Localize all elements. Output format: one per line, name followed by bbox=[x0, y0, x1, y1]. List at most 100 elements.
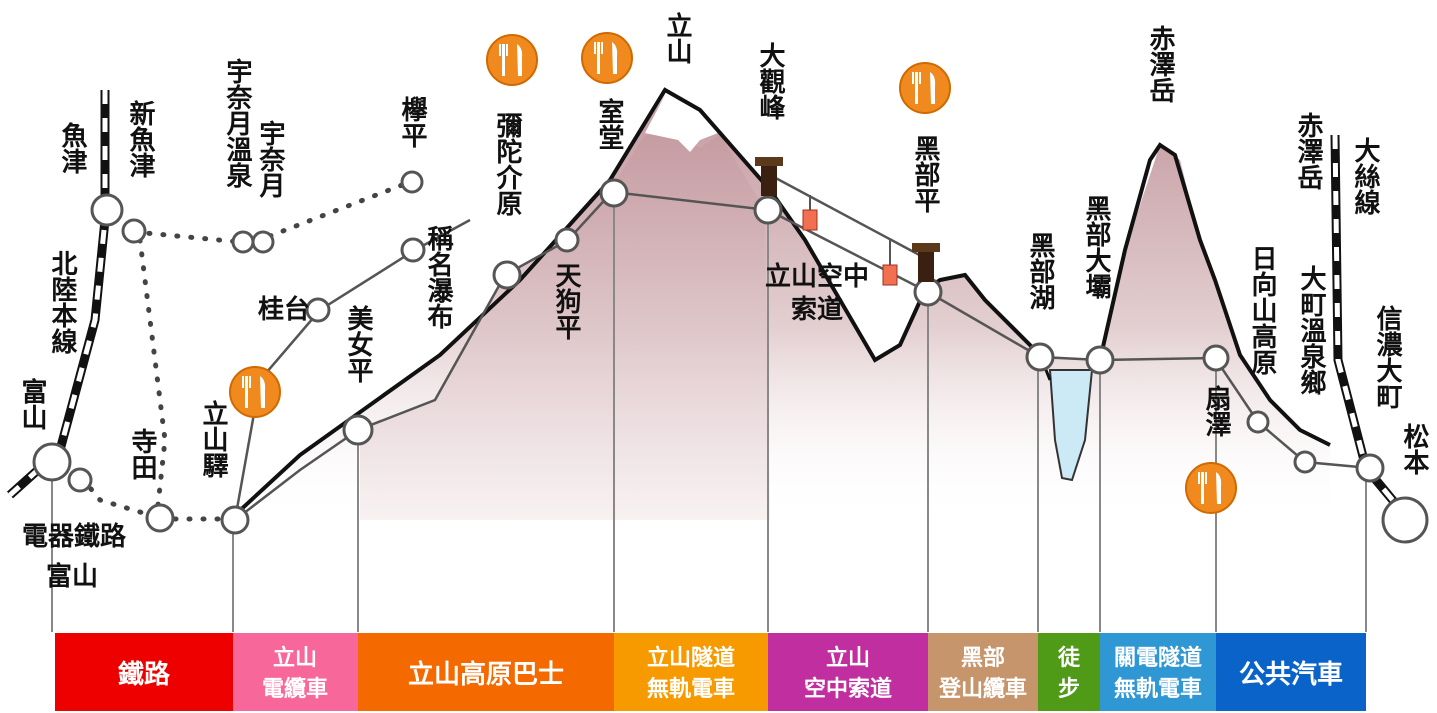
label-terada: 寺田 bbox=[127, 428, 157, 480]
station-hinata-marker bbox=[1246, 410, 1270, 434]
label-murodo: 室堂 bbox=[594, 97, 624, 150]
private-railway-dotted bbox=[79, 179, 413, 522]
restaurant-icon bbox=[581, 32, 633, 84]
label-hinata-kogen: 日向山高原 bbox=[1247, 245, 1277, 376]
label-kurobedaira: 黑部平 bbox=[910, 135, 940, 213]
legend-trolleybus-label-2: 無軌電車 bbox=[647, 676, 735, 702]
station-omachi-onsen-marker bbox=[1293, 450, 1317, 474]
label-tengudaira: 天狗平 bbox=[551, 262, 581, 340]
legend-railway-swatch bbox=[55, 633, 233, 711]
label-midagahara: 彌陀介原 bbox=[492, 112, 523, 217]
label-tateyama-peak: 立山 bbox=[662, 11, 692, 64]
station-kurobe-dam-marker bbox=[1085, 345, 1115, 375]
station-toyama-marker bbox=[32, 442, 72, 482]
hokuriku-railway-dash bbox=[8, 90, 108, 497]
label-matsumoto: 松本 bbox=[1399, 423, 1429, 475]
transport-legend: 鐵路 立山 電纜車 立山高原巴士 立山隧道 無軌電車 立山 空中索道 黑部 登山… bbox=[55, 633, 1366, 711]
label-toyama: 富山 bbox=[17, 377, 47, 430]
label-bijodaira: 美女平 bbox=[343, 304, 373, 383]
legend-trolleybus-swatch bbox=[614, 633, 768, 711]
label-uozu: 魚津 bbox=[57, 121, 87, 174]
legend-cablecar-label-2: 電纜車 bbox=[262, 676, 328, 702]
station-midagahara-marker bbox=[492, 260, 522, 290]
gondola-icon bbox=[802, 195, 818, 231]
legend-walk-label-2: 步 bbox=[1058, 676, 1080, 702]
legend-ropeway-label-2: 空中索道 bbox=[804, 676, 892, 702]
legend-cablecar-label-1: 立山 bbox=[273, 645, 317, 671]
label-ogizawa: 扇澤 bbox=[1201, 384, 1231, 437]
station-shin-uozu-marker bbox=[121, 218, 147, 244]
station-kurobe-lake-marker bbox=[1025, 342, 1055, 372]
station-unazuki-marker bbox=[251, 230, 275, 254]
label-unazuki-onsen: 宇奈月溫泉 bbox=[222, 58, 253, 188]
label-kurobe-dam: 黑部大壩 bbox=[1081, 195, 1111, 300]
station-kurobedaira-marker bbox=[913, 277, 943, 307]
legend-public-bus-label: 公共汽車 bbox=[1239, 660, 1343, 690]
label-dentetsu-toyama-1: 電器鐵路 bbox=[22, 521, 127, 552]
legend-bus-swatch bbox=[358, 633, 614, 711]
station-daikanbo-marker bbox=[753, 195, 783, 225]
station-uozu-marker bbox=[90, 193, 124, 227]
legend-bus-label: 立山高原巴士 bbox=[408, 659, 564, 690]
station-tateyama-marker bbox=[220, 505, 250, 535]
station-katsuradai-marker bbox=[305, 297, 331, 323]
label-ropeway-2: 索道 bbox=[791, 294, 843, 325]
station-keyakidaira-marker bbox=[400, 170, 424, 194]
label-akazawadake-top: 赤澤岳 bbox=[1145, 25, 1175, 103]
station-shomyo-marker bbox=[400, 237, 426, 263]
station-markers bbox=[32, 170, 1429, 544]
legend-kanden-label-1: 關電隧道 bbox=[1114, 645, 1202, 671]
restaurant-icon bbox=[1185, 462, 1237, 514]
inner-ridge-fill bbox=[360, 135, 770, 520]
label-shinano-omachi: 信濃大町 bbox=[1372, 305, 1402, 409]
label-akazawadake-right: 赤澤岳 bbox=[1293, 112, 1323, 190]
station-shinano-omachi-marker bbox=[1355, 453, 1385, 483]
label-kurobe-lake: 黑部湖 bbox=[1025, 232, 1055, 311]
label-unazuki: 宇奈月 bbox=[255, 120, 286, 198]
ropeway-cable bbox=[769, 173, 926, 260]
legend-kurobe-cable-label-2: 登山纜車 bbox=[938, 676, 1027, 702]
akazawa-ridge-line bbox=[1098, 142, 1331, 447]
label-omachi-onsen: 大町溫泉鄉 bbox=[1296, 265, 1326, 395]
legend-walk-label-1: 徒 bbox=[1057, 645, 1081, 671]
label-shomyo-falls: 稱名瀑布 bbox=[423, 225, 453, 329]
label-shin-uozu: 新魚津 bbox=[125, 99, 155, 178]
outer-ridge-line bbox=[233, 87, 1042, 517]
legend-railway-label: 鐵路 bbox=[118, 659, 171, 690]
restaurant-icon bbox=[486, 34, 538, 86]
legend-kanden-swatch bbox=[1100, 633, 1216, 711]
legend-ropeway-swatch bbox=[768, 633, 928, 711]
label-keyakidaira: 欅平 bbox=[397, 96, 427, 148]
restaurant-icon bbox=[229, 366, 281, 418]
station-ogizawa-marker bbox=[1202, 344, 1230, 372]
label-ropeway-1: 立山空中 bbox=[765, 261, 869, 292]
station-tengudaira-marker bbox=[554, 227, 580, 253]
station-labels: 魚津 新魚津 宇奈月溫泉 宇奈月 欅平 北陸本線 富山 電器鐵路 富山 寺田 立… bbox=[17, 11, 1429, 592]
label-tateyama-station: 立山驛 bbox=[198, 399, 228, 478]
station-matsumoto-marker bbox=[1381, 496, 1429, 544]
station-terada-marker bbox=[145, 503, 175, 533]
station-house-icon bbox=[912, 243, 940, 282]
restaurant-icon bbox=[899, 62, 951, 114]
legend-kurobe-cable-swatch bbox=[928, 633, 1038, 711]
station-murodo-marker bbox=[599, 178, 629, 208]
legend-kanden-label-2: 無軌電車 bbox=[1114, 676, 1202, 702]
label-oito-line: 大絲線 bbox=[1350, 137, 1380, 216]
legend-public-bus-swatch bbox=[1216, 633, 1366, 711]
label-hokuriku-line: 北陸本線 bbox=[47, 250, 77, 355]
legend-walk-swatch bbox=[1038, 633, 1100, 711]
station-unazuki-onsen-marker bbox=[231, 230, 255, 254]
label-katsuradai: 桂台 bbox=[258, 294, 310, 325]
legend-kurobe-cable-label-1: 黑部 bbox=[961, 645, 1005, 671]
label-dentetsu-toyama-2: 富山 bbox=[46, 561, 98, 592]
legend-trolleybus-label-1: 立山隧道 bbox=[647, 645, 735, 671]
gondola-icon bbox=[882, 240, 898, 286]
snow-cap bbox=[645, 95, 718, 152]
legend-ropeway-label-1: 立山 bbox=[826, 645, 870, 671]
station-house-icon bbox=[755, 157, 783, 196]
oito-railway-dash bbox=[1332, 134, 1407, 517]
station-bijodaira-marker bbox=[342, 414, 374, 446]
label-daikanbo: 大觀峰 bbox=[755, 42, 785, 121]
legend-cablecar-swatch bbox=[233, 633, 358, 711]
